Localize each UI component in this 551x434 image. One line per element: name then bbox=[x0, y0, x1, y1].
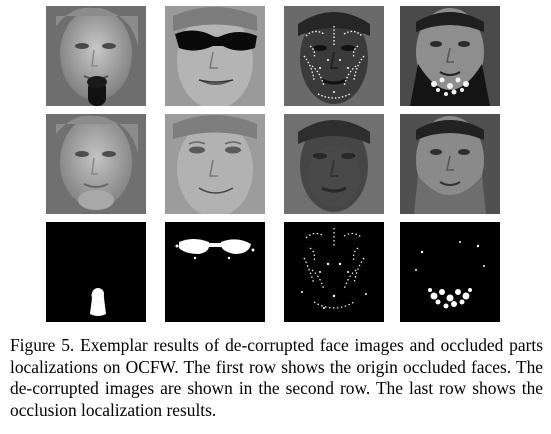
original-face-sunglasses bbox=[165, 6, 265, 106]
original-face-flower-beard bbox=[400, 6, 500, 106]
decorrupted-face-sunglasses bbox=[165, 114, 265, 214]
occlusion-mask-face-paint bbox=[284, 222, 384, 322]
original-face-microphone bbox=[46, 6, 146, 106]
decorrupted-face-flower-beard bbox=[400, 114, 500, 214]
decorrupted-face-paint bbox=[284, 114, 384, 214]
occlusion-mask-microphone bbox=[46, 222, 146, 322]
figure-image-grid bbox=[46, 6, 500, 322]
original-face-paint bbox=[284, 6, 384, 106]
figure-caption: Figure 5. Exemplar results of de-corrupt… bbox=[10, 335, 543, 420]
occlusion-mask-flower-beard bbox=[400, 222, 500, 322]
decorrupted-face-microphone bbox=[46, 114, 146, 214]
occlusion-mask-sunglasses bbox=[165, 222, 265, 322]
